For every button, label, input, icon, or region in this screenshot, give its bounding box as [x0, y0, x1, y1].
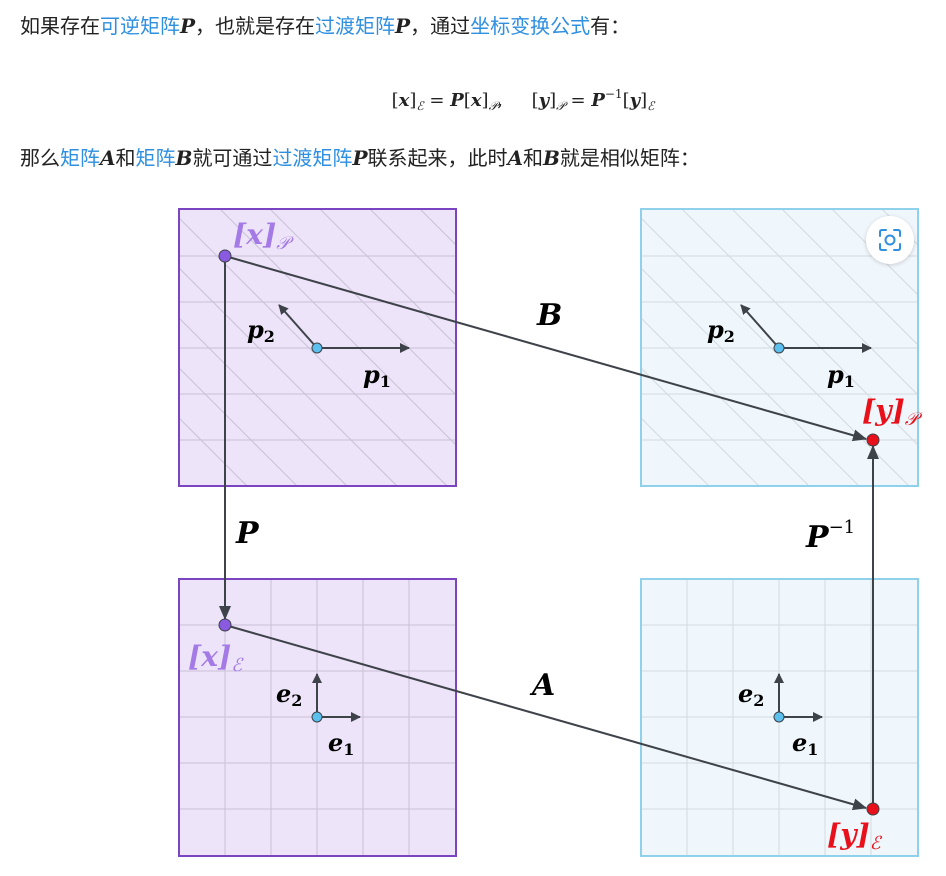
similarity-diagram: p1 p2 p1 p2: [178, 208, 923, 857]
math-B: B: [175, 146, 193, 170]
label-P-inverse: P−1: [805, 517, 855, 555]
panel-border: [640, 208, 919, 487]
similarity-paragraph: 那么矩阵A和矩阵B就可通过过渡矩阵P联系起来，此时A和B就是相似矩阵：: [20, 144, 700, 172]
math-P: P: [352, 146, 368, 170]
label-y-E: [y]ℰ: [827, 818, 883, 854]
screenshot-capture-button[interactable]: [866, 216, 914, 264]
point-x-E: [218, 618, 232, 632]
text: ，也就是存在: [195, 14, 316, 38]
screenshot-capture-icon: [877, 227, 903, 253]
panel-border: [178, 578, 457, 857]
formula-sub-P: 𝒫: [556, 99, 565, 113]
e1-label: e1: [328, 728, 354, 759]
text: 就是相似矩阵：: [559, 146, 700, 170]
p2-vector: [740, 304, 780, 349]
p1-label: p1: [363, 360, 391, 391]
text: 如果存在: [20, 14, 100, 38]
formula-eq: =: [570, 90, 586, 111]
text: 那么: [20, 146, 60, 170]
p2-vector: [278, 304, 318, 349]
panel-border: [640, 578, 919, 857]
formula-P: P: [591, 90, 605, 111]
label-x-P: [x]𝒫: [233, 218, 294, 254]
link-invertible-matrix[interactable]: 可逆矩阵: [100, 14, 180, 38]
formula-sub-E: ℰ: [416, 99, 424, 113]
point-y-E: [866, 802, 880, 816]
formula-sub-E: ℰ: [647, 99, 655, 113]
formula-x: x: [398, 90, 410, 111]
p1-label: p1: [827, 360, 855, 391]
formula-sub-P: 𝒫: [488, 99, 498, 113]
coordinate-transform-formula: [x]ℰ = P[x]𝒫, [y]𝒫 = P−1[y]ℰ: [391, 87, 655, 113]
text: 有：: [590, 14, 631, 38]
label-B: B: [536, 298, 562, 333]
formula-y: y: [629, 90, 641, 111]
text: 和: [115, 146, 136, 170]
math-P: P: [180, 14, 196, 38]
p2-label: p2: [247, 315, 275, 346]
arrow-B: [224, 255, 867, 442]
link-transition-matrix[interactable]: 过渡矩阵: [272, 146, 353, 170]
label-P: P: [235, 516, 260, 551]
text: ，通过: [410, 14, 471, 38]
point-y-P: [866, 433, 880, 447]
math-P: P: [395, 14, 411, 38]
math-A: A: [100, 146, 116, 170]
arrow-A: [224, 624, 867, 811]
formula-P: P: [450, 90, 464, 111]
origin-point: [773, 711, 785, 723]
math-B: B: [543, 146, 560, 170]
e2-label: e2: [738, 679, 764, 710]
link-coordinate-transform-formula[interactable]: 坐标变换公式: [470, 14, 591, 38]
formula-comma: ,: [497, 90, 503, 111]
p2-label: p2: [707, 315, 735, 346]
text: 联系起来，此时: [367, 146, 508, 170]
label-x-E: [x]ℰ: [188, 640, 244, 676]
link-transition-matrix[interactable]: 过渡矩阵: [315, 14, 396, 38]
panel-basis-E-right: e1 e2: [640, 578, 919, 857]
point-x-P: [218, 249, 232, 263]
label-A: A: [529, 668, 555, 703]
text: 和: [523, 146, 544, 170]
origin-point: [773, 342, 785, 354]
math-A: A: [507, 146, 524, 170]
formula-x: x: [470, 90, 482, 111]
intro-paragraph: 如果存在可逆矩阵P，也就是存在过渡矩阵P，通过坐标变换公式有：: [20, 12, 630, 40]
origin-point: [311, 711, 323, 723]
panel-basis-P-left: p1 p2: [178, 208, 457, 487]
origin-point: [311, 342, 323, 354]
panel-border: [178, 208, 457, 487]
formula-eq: =: [429, 90, 445, 111]
formula-y: y: [538, 90, 550, 111]
formula-inverse: −1: [604, 87, 623, 101]
link-matrix[interactable]: 矩阵: [135, 146, 176, 170]
e1-label: e1: [792, 728, 818, 759]
e2-label: e2: [276, 679, 302, 710]
link-matrix[interactable]: 矩阵: [60, 146, 100, 170]
text: 就可通过: [192, 146, 273, 170]
